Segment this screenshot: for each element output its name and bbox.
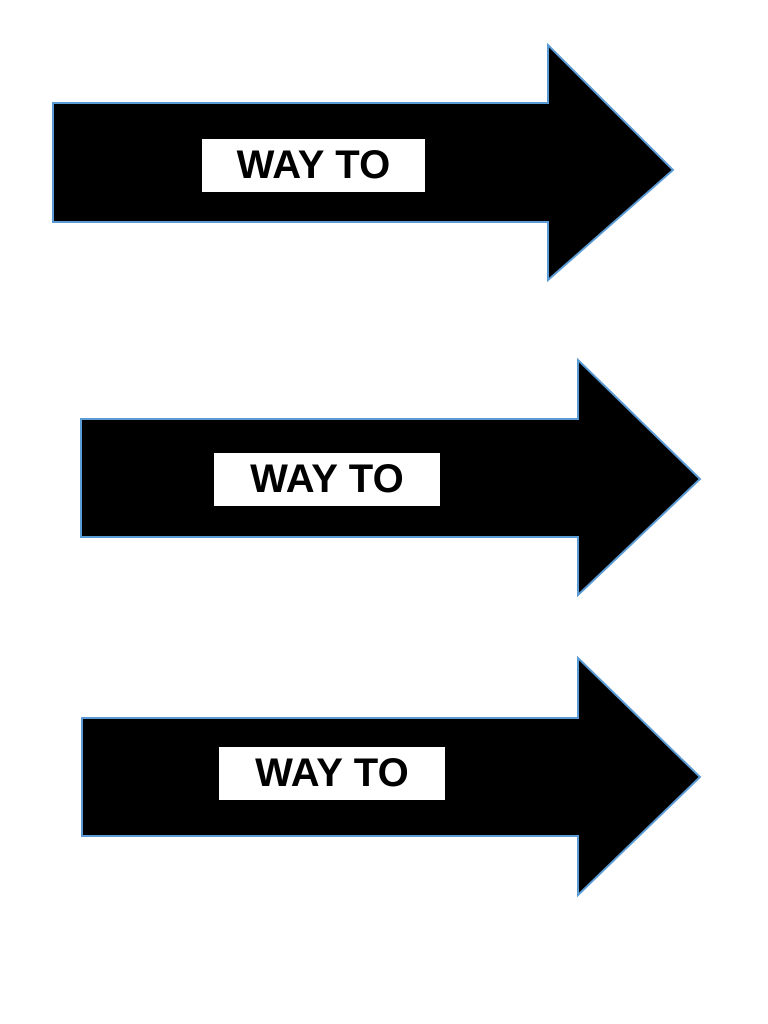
arrow-label-box-2[interactable]: WAY TO	[214, 453, 440, 506]
arrow-label-box-1[interactable]: WAY TO	[202, 139, 425, 192]
arrow-label-box-3[interactable]: WAY TO	[219, 747, 445, 800]
arrow-label-text-1: WAY TO	[236, 142, 391, 187]
arrow-label-text-2: WAY TO	[250, 456, 404, 501]
arrow-label-text-3: WAY TO	[255, 750, 409, 795]
